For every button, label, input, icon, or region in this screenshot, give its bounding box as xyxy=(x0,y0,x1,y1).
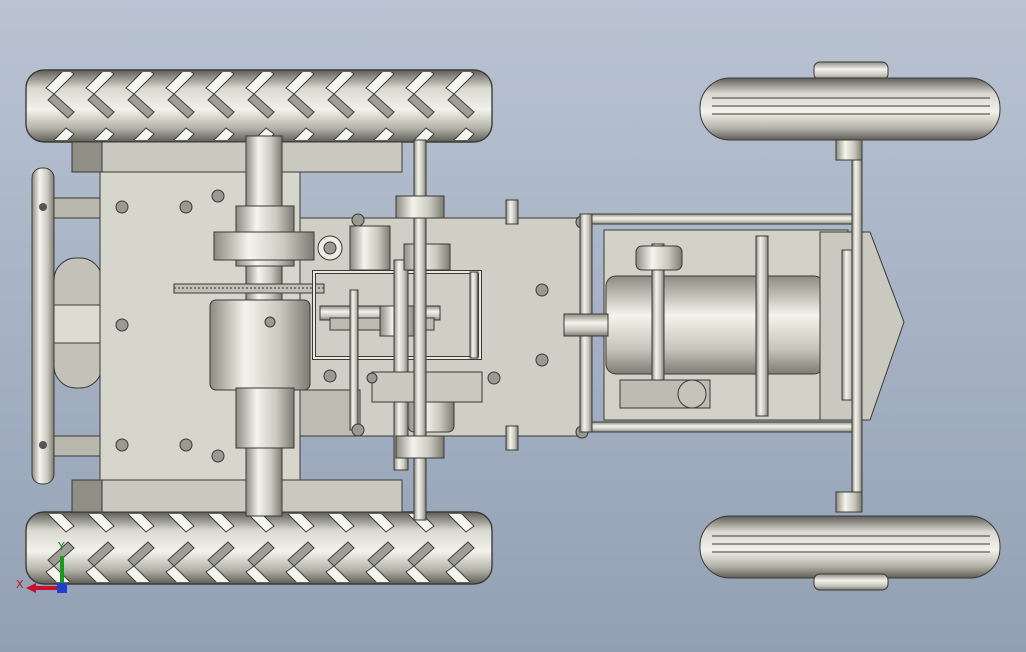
rear-hub-housings xyxy=(71,141,403,513)
front-wheel-top[interactable] xyxy=(699,61,1001,141)
worm-gear-assembly xyxy=(371,243,483,433)
rear-axle[interactable] xyxy=(209,135,315,517)
view-triad: X Y xyxy=(16,540,67,593)
rear-wheel-bottom[interactable] xyxy=(25,511,493,585)
gearbox-frame[interactable] xyxy=(312,259,482,471)
front-wheel-bottom[interactable] xyxy=(699,515,1001,591)
motor[interactable] xyxy=(563,235,847,417)
triad-y-label: Y xyxy=(57,540,65,553)
rear-hitch-plate xyxy=(53,257,103,389)
rear-wheel-top[interactable] xyxy=(25,69,493,143)
triad-z-axis xyxy=(57,583,67,593)
triad-x-label: X xyxy=(16,578,24,591)
front-axle[interactable] xyxy=(835,139,863,513)
ring-gear xyxy=(173,283,325,294)
pinion-gear xyxy=(317,225,391,271)
center-shaft xyxy=(395,139,519,521)
